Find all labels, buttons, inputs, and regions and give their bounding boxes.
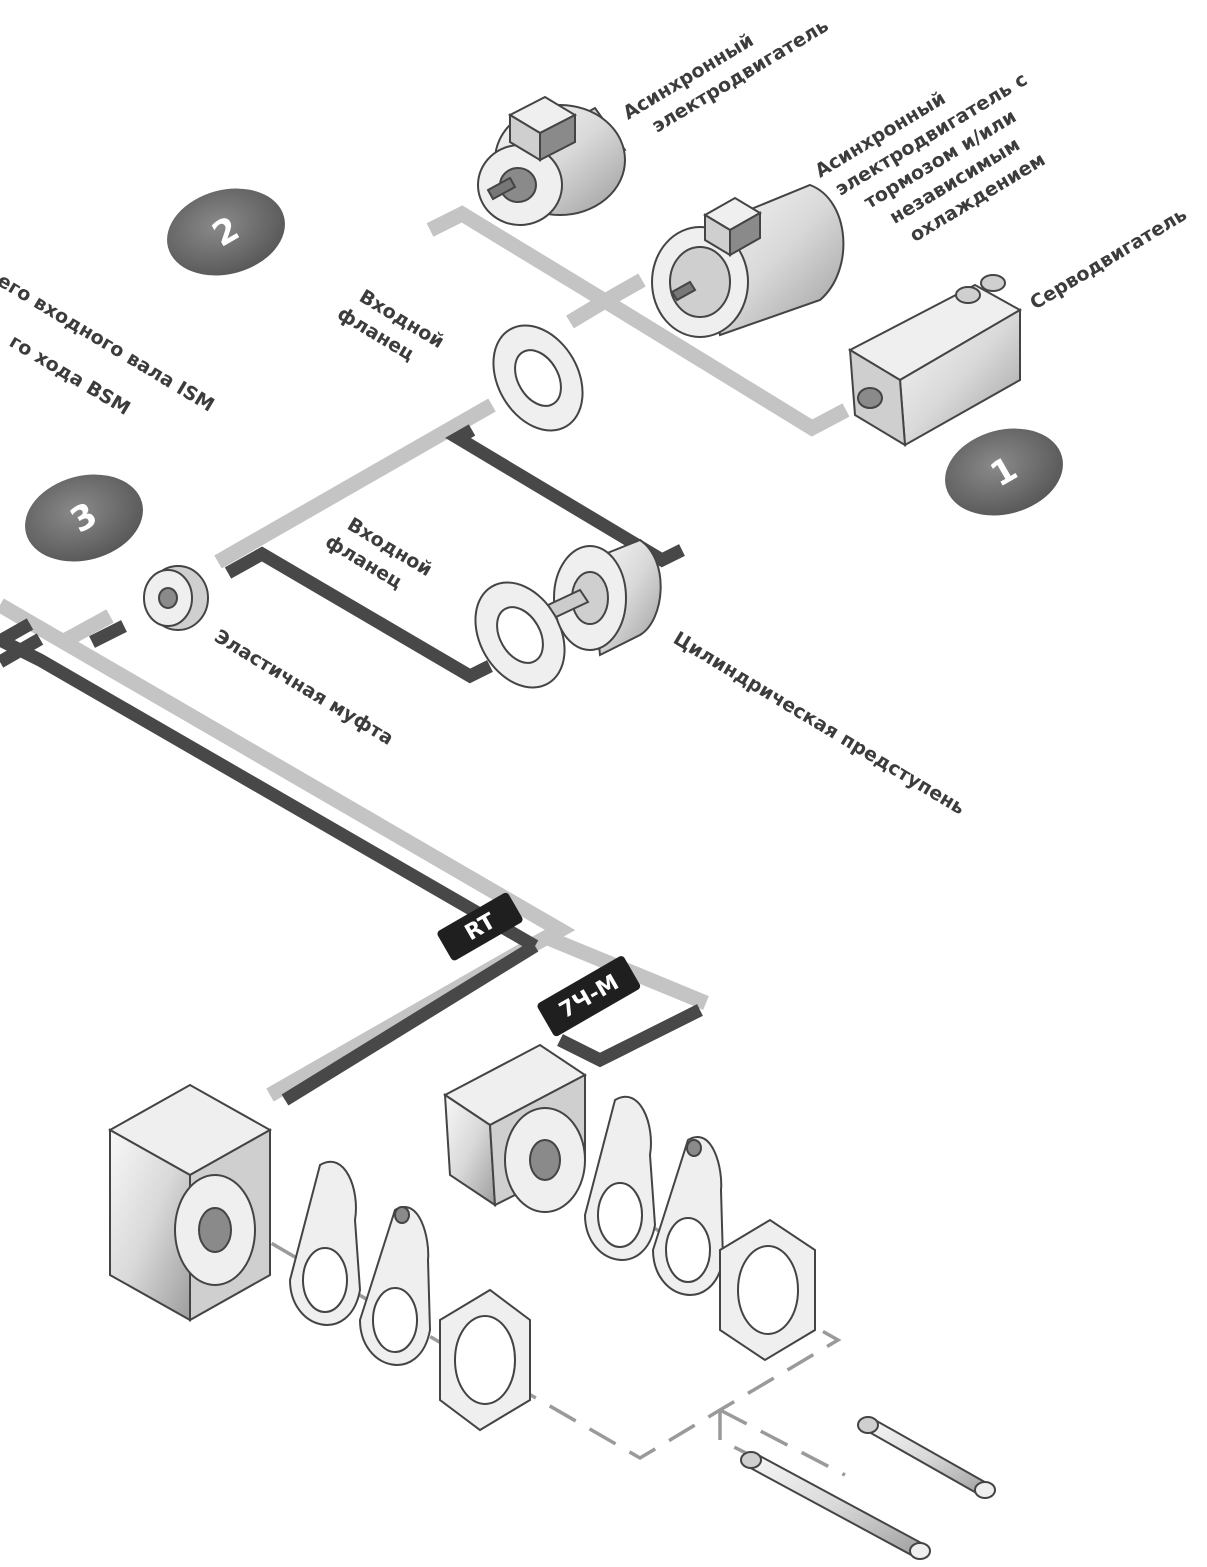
helical-prestage-label: Цилиндрическая предступень (669, 627, 968, 819)
output-flange-left-image (439, 1288, 531, 1432)
output-flange-right-image (719, 1218, 816, 1362)
servo-motor-label-text: Серводвигатель (1026, 203, 1191, 314)
input-flange-mid-image (474, 581, 566, 689)
async-motor-image (477, 95, 627, 226)
elastic-coupling-image (143, 565, 209, 631)
elastic-coupling-label: Эластичная муфта (210, 625, 397, 749)
input-flange-top-image (492, 324, 584, 432)
elastic-coupling-label-text: Эластичная муфта (210, 625, 397, 749)
servo-motor-label: Серводвигатель (1026, 203, 1191, 314)
worm-gearbox-7ch-m-image (443, 1043, 587, 1213)
connector-lines (0, 205, 850, 1482)
async-motor-label: Асинхронный электродвигатель (619, 14, 832, 137)
torque-arms-right-image (583, 1095, 725, 1296)
input-flange-top-label: Входной фланец (333, 285, 447, 365)
torque-arms-left-image (288, 1160, 432, 1366)
servo-motor-image (847, 274, 1023, 447)
brake-motor-image (651, 183, 845, 338)
helical-prestage-image (546, 538, 662, 657)
badge-1: 1 (945, 428, 1063, 516)
worm-gearbox-rt-image (107, 1083, 273, 1322)
input-flange-mid-label: Входной фланец (321, 513, 435, 593)
brake-motor-label: Асинхронный электродвигатель с тормозом … (811, 68, 1049, 246)
tag-7ch-m: 7Ч-М (537, 956, 641, 1037)
output-shafts-image (740, 1416, 996, 1560)
helical-prestage-label-text: Цилиндрическая предступень (669, 627, 968, 819)
badge-3: 3 (25, 474, 143, 562)
badge-2: 2 (167, 188, 285, 276)
